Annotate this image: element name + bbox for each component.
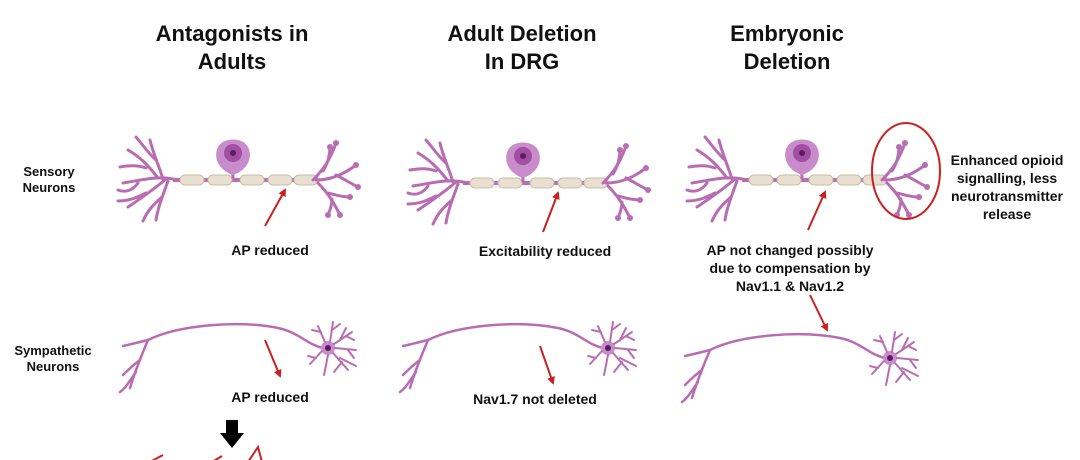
down-arrow-icon [220, 420, 244, 448]
terminal-callout-ring [871, 122, 941, 220]
column-title-embryonic-deletion: Embryonic Deletion [730, 21, 844, 74]
arrow-nav17-not-deleted [539, 345, 555, 385]
arrow-excitability-reduced [542, 191, 560, 233]
caption-ap-not-changed: AP not changed possibly due to compensat… [706, 242, 874, 294]
arrow-ap-reduced-sympathetic [264, 339, 282, 378]
arrow-ap-reduced-sensory [264, 188, 286, 227]
sensory-neuron-embryonic-deletion [685, 135, 932, 223]
caption-excitability-reduced: Excitability reduced [478, 243, 612, 259]
partial-red-mark-left [151, 454, 164, 460]
partial-red-mark-right [213, 444, 263, 460]
row-label-sensory: Sensory Neurons [22, 164, 76, 195]
caption-ap-reduced-sensory: AP reduced [231, 242, 309, 258]
sympathetic-neuron-antagonists [118, 320, 358, 394]
arrow-ap-not-changed [807, 190, 827, 231]
arrow-to-embryonic-sympathetic [809, 294, 828, 332]
column-title-adult-deletion: Adult Deletion In DRG [447, 21, 597, 74]
row-label-sympathetic: Sympathetic Neurons [14, 343, 92, 374]
sympathetic-neuron-adult-deletion [398, 320, 638, 394]
sensory-neuron-adult-deletion [406, 138, 653, 226]
sympathetic-neuron-embryonic-deletion [680, 330, 920, 404]
caption-ap-reduced-sympathetic: AP reduced [231, 389, 309, 405]
sensory-neuron-antagonists [116, 135, 363, 223]
caption-terminal-note: Enhanced opioid signalling, less neurotr… [950, 152, 1064, 222]
column-title-antagonists: Antagonists in Adults [155, 21, 309, 74]
caption-nav17-not-deleted: Nav1.7 not deleted [473, 391, 597, 407]
